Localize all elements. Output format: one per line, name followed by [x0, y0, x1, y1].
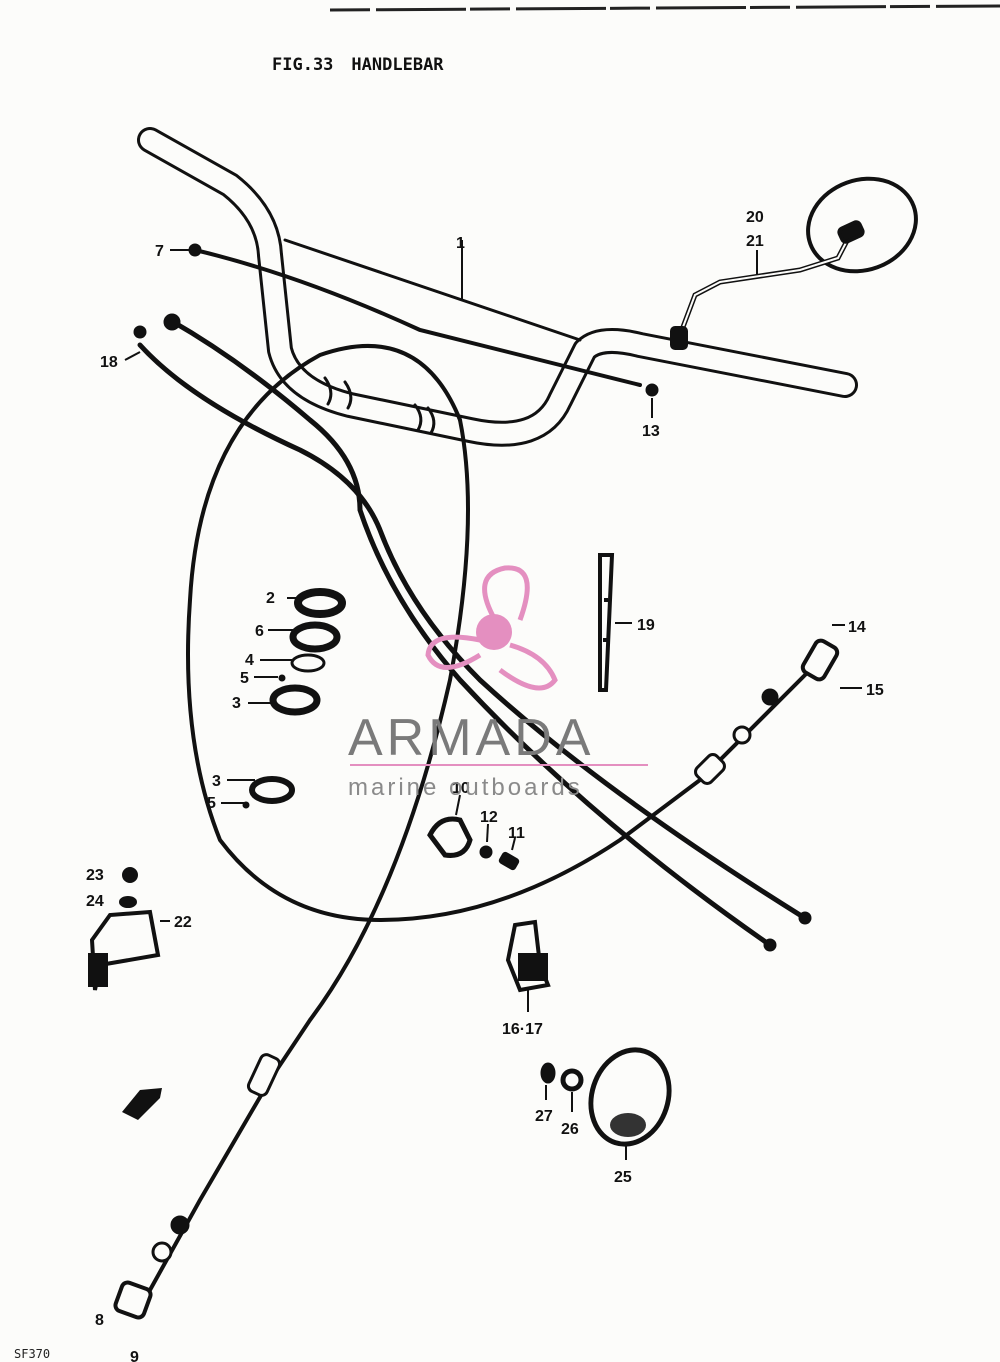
callout-25: 25 — [614, 1169, 632, 1186]
leader-lines — [124, 240, 862, 1160]
callout-9: 9 — [130, 1349, 139, 1362]
callout-14: 14 — [848, 619, 866, 636]
callout-24: 24 — [86, 893, 104, 910]
cable-clamp — [427, 816, 520, 871]
bracket — [505, 919, 551, 993]
callout-6: 6 — [255, 623, 264, 640]
callout-27: 27 — [535, 1108, 553, 1125]
watermark-tagline: marine outboards — [348, 774, 583, 801]
cables — [113, 243, 840, 1320]
callout-12: 12 — [480, 809, 498, 826]
callout-4: 4 — [245, 652, 254, 669]
callout-10: 10 — [452, 780, 470, 797]
front-arrow-icon — [122, 1088, 162, 1120]
figure-caption: HANDLEBAR — [351, 55, 444, 75]
callout-19: 19 — [637, 617, 655, 634]
callout-21: 21 — [746, 233, 764, 250]
scan-edge-line — [329, 4, 1000, 12]
callout-5a: 5 — [240, 670, 249, 687]
switch-assembly — [88, 867, 161, 991]
handlebar — [137, 127, 858, 447]
armada-watermark: ARMADA marine outboards — [348, 565, 648, 801]
callout-20: 20 — [746, 209, 764, 226]
callout-7: 7 — [155, 243, 164, 260]
callout-13: 13 — [642, 423, 660, 440]
bushing-stack — [242, 588, 346, 809]
callout-16-17: 16·17 — [502, 1021, 543, 1038]
figure-number: FIG.33 — [272, 55, 334, 75]
watermark-brand: ARMADA — [348, 709, 594, 767]
cable-strap — [598, 553, 615, 692]
callout-5b: 5 — [207, 795, 216, 812]
callout-18: 18 — [100, 354, 118, 371]
callout-2: 2 — [266, 590, 275, 607]
mirror — [670, 176, 918, 350]
callout-23: 23 — [86, 867, 104, 884]
callout-22: 22 — [174, 914, 192, 931]
figure-title: FIG.33 HANDLEBAR — [272, 55, 462, 75]
callout-8: 8 — [95, 1312, 104, 1329]
callout-3b: 3 — [212, 773, 221, 790]
callout-26: 26 — [561, 1121, 579, 1138]
propeller-logo-icon — [425, 565, 558, 691]
callout-15: 15 — [866, 682, 884, 699]
callout-1: 1 — [456, 235, 465, 252]
callout-11: 11 — [508, 825, 525, 842]
callout-numbers: 1 2 3 3 4 5 5 6 7 8 9 10 11 12 13 14 15 … — [86, 209, 884, 1362]
lamp-assembly — [540, 1047, 672, 1147]
callout-3a: 3 — [232, 695, 241, 712]
page-code: SF370 — [14, 1347, 51, 1361]
